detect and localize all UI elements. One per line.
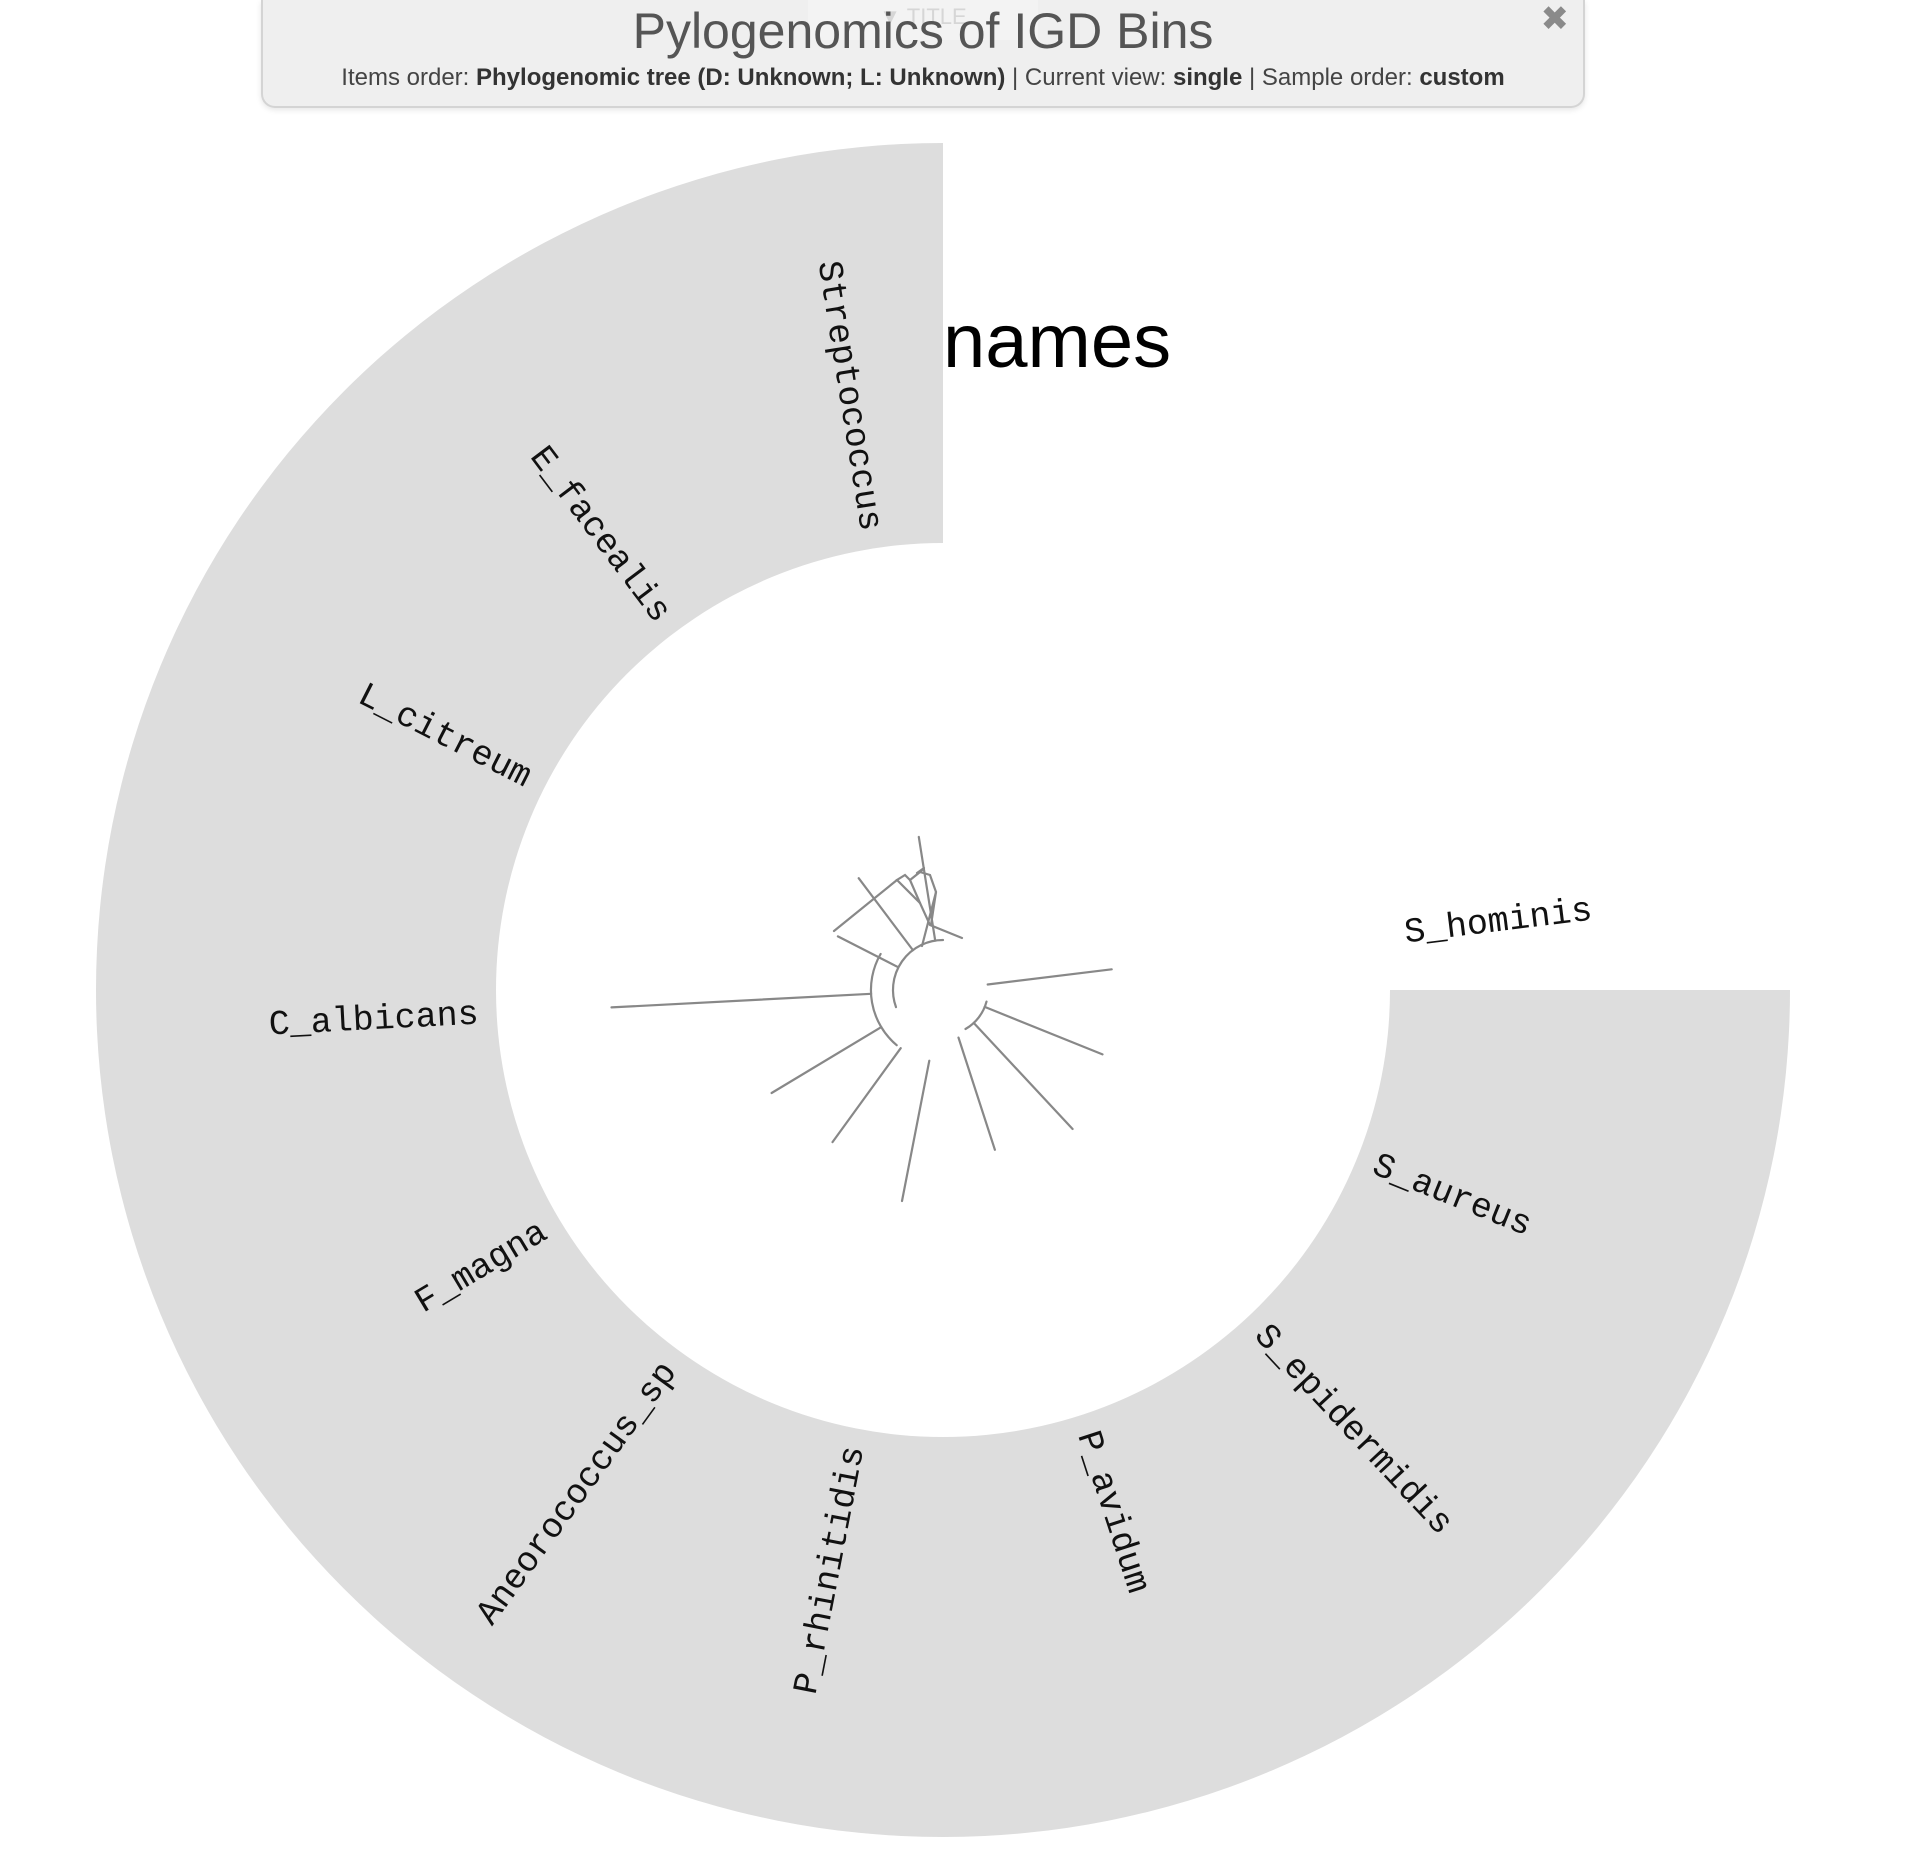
tree-branch [908,878,922,905]
tree-leaf-branch [831,1047,902,1144]
tree-leaf-branch [857,877,915,952]
tree-branch [832,878,899,933]
sample-order-value: custom [1419,64,1505,91]
view-info: Items order: Phylogenomic tree (D: Unkno… [263,62,1583,94]
title-panel: ▼ TITLE Pylogenomics of IGD Bins Items o… [261,0,1585,108]
tree-leaf-branch [770,1025,883,1095]
leaf-label[interactable]: S_hominis [1402,891,1594,954]
names-layer-ring [96,143,1790,1837]
tree-branch [920,890,938,948]
tree-arc [869,952,898,1047]
tree-leaf-branch [917,835,937,942]
current-view-label: Current view: [1024,64,1167,91]
layer-title: names [943,299,1171,384]
tree-leaf-branch [900,1059,931,1203]
tree-leaf-branch [972,1021,1074,1131]
tree-arc [891,938,945,1009]
items-order-label: Items order: [341,64,470,91]
close-icon[interactable]: ✖ [1540,0,1570,38]
tree-arc [964,1000,988,1031]
title-tab-hint[interactable]: ▼ TITLE [808,0,1038,40]
sample-order-label: Sample order: [1261,64,1413,91]
phylogenetic-tree [610,835,1113,1203]
tree-leaf-branch [957,1036,997,1151]
page-title: Pylogenomics of IGD Bins [632,3,1214,59]
tree-leaf-branch [836,935,900,969]
separator: | [1249,64,1256,91]
current-view-value: single [1172,64,1243,91]
tree-leaf-branch [610,992,873,1009]
items-order-value: Phylogenomic tree (D: Unknown; L: Unknow… [476,64,1006,91]
tree-leaf-branch [983,1005,1104,1056]
tree-leaf-branch [986,968,1113,986]
separator: | [1012,64,1019,91]
